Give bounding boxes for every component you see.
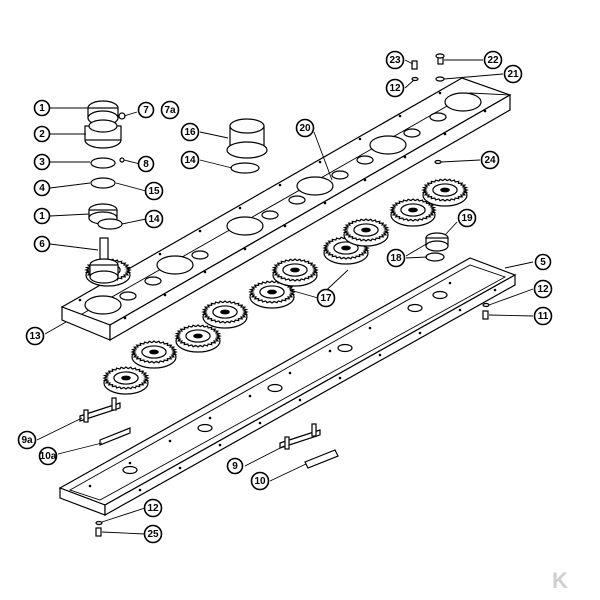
right-small-parts bbox=[95, 53, 490, 537]
callout-8: 8 bbox=[137, 155, 155, 173]
callout-number: 8 bbox=[143, 159, 149, 170]
leader-lines bbox=[36, 59, 534, 535]
callout-4: 4 bbox=[33, 179, 51, 197]
callout-20: 20 bbox=[295, 118, 315, 138]
gear bbox=[102, 366, 150, 395]
callout-12: 12 bbox=[143, 498, 163, 518]
callout-number: 6 bbox=[39, 239, 45, 250]
callout-number: 1 bbox=[39, 103, 45, 114]
callout-14: 14 bbox=[180, 150, 200, 170]
callout-number: 12 bbox=[537, 284, 549, 295]
callout-number: 4 bbox=[39, 183, 45, 194]
callout-3: 3 bbox=[33, 153, 51, 171]
callout-number: 17 bbox=[320, 293, 332, 304]
callout-number: 2 bbox=[39, 129, 45, 140]
callout-number: 21 bbox=[507, 69, 519, 80]
callout-16: 16 bbox=[180, 122, 200, 142]
callout-number: 3 bbox=[39, 157, 45, 168]
callout-number: 19 bbox=[461, 213, 473, 224]
callout-number: 11 bbox=[538, 311, 549, 322]
callout-number: 22 bbox=[487, 55, 499, 66]
callout-number: 23 bbox=[389, 55, 401, 66]
callout-17: 17 bbox=[316, 288, 336, 308]
left-bearing-stack bbox=[84, 100, 126, 284]
gear bbox=[421, 178, 469, 207]
callout-10: 10 bbox=[250, 471, 270, 491]
callout-number: 18 bbox=[390, 253, 402, 264]
callout-number: 25 bbox=[147, 529, 159, 540]
callout-number: 13 bbox=[29, 331, 41, 342]
callout-21: 21 bbox=[503, 64, 523, 84]
callout-number: 14 bbox=[148, 214, 160, 225]
lower-housing bbox=[58, 257, 517, 517]
callout-number: 24 bbox=[484, 155, 496, 166]
callout-number: 7 bbox=[143, 105, 149, 116]
gear bbox=[342, 218, 390, 247]
callout-5: 5 bbox=[534, 253, 552, 271]
callout-24: 24 bbox=[480, 150, 500, 170]
callout-number: 10a bbox=[40, 451, 57, 462]
callout-12: 12 bbox=[533, 279, 553, 299]
callout-25: 25 bbox=[143, 524, 163, 544]
watermark-logo: K bbox=[552, 568, 568, 593]
callout-number: 9a bbox=[21, 435, 33, 446]
gear bbox=[130, 340, 178, 369]
callout-number: 12 bbox=[147, 503, 159, 514]
callout-7: 7 bbox=[137, 101, 155, 119]
callout-11: 11 bbox=[533, 306, 553, 326]
callout-6: 6 bbox=[33, 235, 51, 253]
callout-number: 7a bbox=[164, 105, 176, 116]
gear bbox=[389, 198, 437, 227]
callout-1: 1 bbox=[33, 99, 51, 117]
callout-12: 12 bbox=[385, 78, 405, 98]
callout-number: 16 bbox=[184, 127, 196, 138]
callout-number: 20 bbox=[299, 123, 311, 134]
gear bbox=[248, 280, 296, 309]
gear bbox=[174, 324, 222, 353]
callout-15: 15 bbox=[144, 181, 164, 201]
center-coupling bbox=[226, 118, 268, 174]
brackets bbox=[79, 397, 339, 469]
callout-19: 19 bbox=[457, 208, 477, 228]
upper-housing bbox=[60, 77, 512, 342]
callout-number: 12 bbox=[389, 83, 401, 94]
callout-9: 9 bbox=[226, 457, 244, 475]
callout-number: 1 bbox=[39, 211, 45, 222]
callout-14: 14 bbox=[144, 209, 164, 229]
callout-9a: 9a bbox=[17, 430, 37, 450]
callout-2: 2 bbox=[33, 125, 51, 143]
callout-18: 18 bbox=[386, 248, 406, 268]
callout-1: 1 bbox=[33, 207, 51, 225]
callout-number: 9 bbox=[232, 461, 238, 472]
callout-number: 5 bbox=[540, 257, 546, 268]
callout-number: 14 bbox=[184, 155, 196, 166]
gear bbox=[201, 300, 249, 329]
callout-7a: 7a bbox=[160, 100, 180, 120]
callout-22: 22 bbox=[483, 50, 503, 70]
gear bbox=[271, 258, 319, 287]
callout-13: 13 bbox=[25, 326, 45, 346]
callout-number: 15 bbox=[148, 186, 160, 197]
callout-10a: 10a bbox=[38, 446, 58, 466]
callout-23: 23 bbox=[385, 50, 405, 70]
callout-number: 10 bbox=[254, 476, 266, 487]
